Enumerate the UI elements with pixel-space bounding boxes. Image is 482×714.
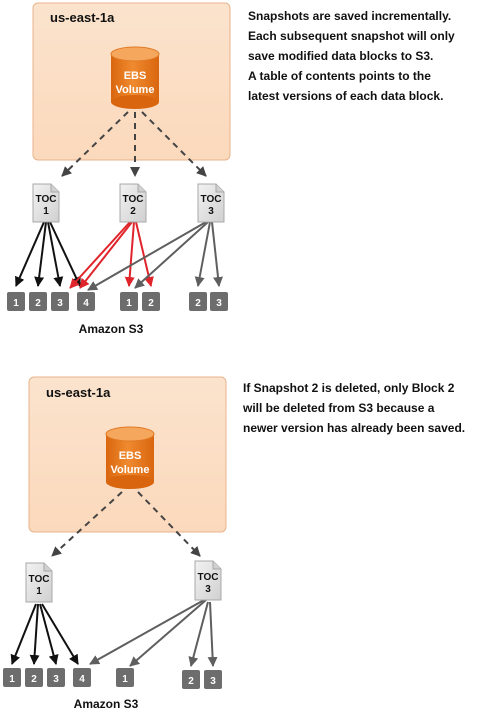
data-block: 3	[51, 292, 69, 311]
svg-text:3: 3	[210, 676, 216, 687]
top-caption-line4: A table of contents points to the	[248, 69, 431, 83]
data-block: 1	[7, 292, 25, 311]
svg-text:1: 1	[122, 674, 128, 685]
data-block: 4	[77, 292, 95, 311]
ebs-volume-icon	[110, 46, 160, 109]
toc1-label-line2: 1	[36, 586, 42, 597]
data-block: 1	[116, 668, 134, 687]
bottom-caption-line3: newer version has already been saved.	[243, 421, 465, 435]
svg-text:2: 2	[188, 676, 194, 687]
svg-text:3: 3	[216, 298, 222, 309]
toc2-label-line1: TOC	[123, 194, 144, 205]
availability-zone-label: us-east-1a	[46, 385, 111, 400]
top-caption-line3: save modified data blocks to S3.	[248, 49, 433, 63]
amazon-s3-label: Amazon S3	[74, 697, 139, 711]
data-block: 3	[204, 670, 222, 689]
toc-doc-icon	[197, 183, 225, 223]
bottom-section: us-east-1a EBS Volume If Snapshot 2 is d…	[3, 376, 465, 711]
data-block: 1	[3, 668, 21, 687]
toc1-label-line1: TOC	[36, 194, 57, 205]
data-block: 3	[47, 668, 65, 687]
svg-text:1: 1	[13, 298, 19, 309]
toc1-label-line2: 1	[43, 206, 49, 217]
data-block: 2	[182, 670, 200, 689]
toc3-label-line2: 3	[208, 206, 214, 217]
toc-doc-icon	[32, 183, 60, 223]
svg-text:1: 1	[9, 674, 15, 685]
svg-text:2: 2	[195, 298, 201, 309]
toc3-label-line1: TOC	[201, 194, 222, 205]
data-block: 3	[210, 292, 228, 311]
data-block: 2	[29, 292, 47, 311]
top-caption-line2: Each subsequent snapshot will only	[248, 29, 455, 43]
ebs-volume-label-line1: EBS	[124, 70, 147, 82]
svg-text:1: 1	[126, 298, 132, 309]
toc2-label-line2: 2	[130, 206, 136, 217]
toc3-label-line2: 3	[205, 584, 211, 595]
amazon-s3-label: Amazon S3	[79, 322, 144, 336]
dashed-arrow-to-toc3	[137, 491, 201, 557]
bottom-caption-line1: If Snapshot 2 is deleted, only Block 2	[243, 381, 455, 395]
svg-text:2: 2	[148, 298, 154, 309]
ebs-volume-icon	[105, 426, 155, 489]
data-block: 4	[73, 668, 91, 687]
data-block: 2	[189, 292, 207, 311]
toc1-pointers	[10, 603, 79, 665]
toc-doc-icon	[25, 562, 53, 603]
ebs-volume-label-line1: EBS	[119, 450, 142, 462]
ebs-volume-label-line2: Volume	[111, 464, 150, 476]
toc1-label-line1: TOC	[29, 574, 50, 585]
bottom-caption-line2: will be deleted from S3 because a	[242, 401, 435, 415]
toc3-pointers	[89, 599, 218, 667]
ebs-volume-label-line2: Volume	[116, 84, 155, 96]
toc-doc-icon	[119, 183, 147, 223]
data-block: 1	[120, 292, 138, 311]
availability-zone-label: us-east-1a	[50, 10, 115, 25]
svg-text:2: 2	[35, 298, 41, 309]
svg-text:4: 4	[79, 674, 85, 685]
svg-text:3: 3	[53, 674, 59, 685]
top-section: us-east-1a EBS Volume Snapshots are save…	[7, 2, 455, 336]
dashed-arrow-to-toc1	[51, 491, 123, 557]
toc3-pointers	[87, 221, 223, 291]
data-block: 2	[142, 292, 160, 311]
data-block: 2	[25, 668, 43, 687]
toc3-label-line1: TOC	[198, 572, 219, 583]
dashed-arrow-to-toc3	[141, 111, 207, 177]
svg-text:2: 2	[31, 674, 37, 685]
toc-doc-icon	[194, 560, 222, 601]
svg-text:4: 4	[83, 298, 89, 309]
top-caption-line1: Snapshots are saved incrementally.	[248, 9, 451, 23]
svg-text:3: 3	[57, 298, 63, 309]
dashed-arrow-to-toc1	[61, 111, 129, 177]
top-caption-line5: latest versions of each data block.	[248, 89, 443, 103]
toc1-pointers	[15, 221, 81, 287]
